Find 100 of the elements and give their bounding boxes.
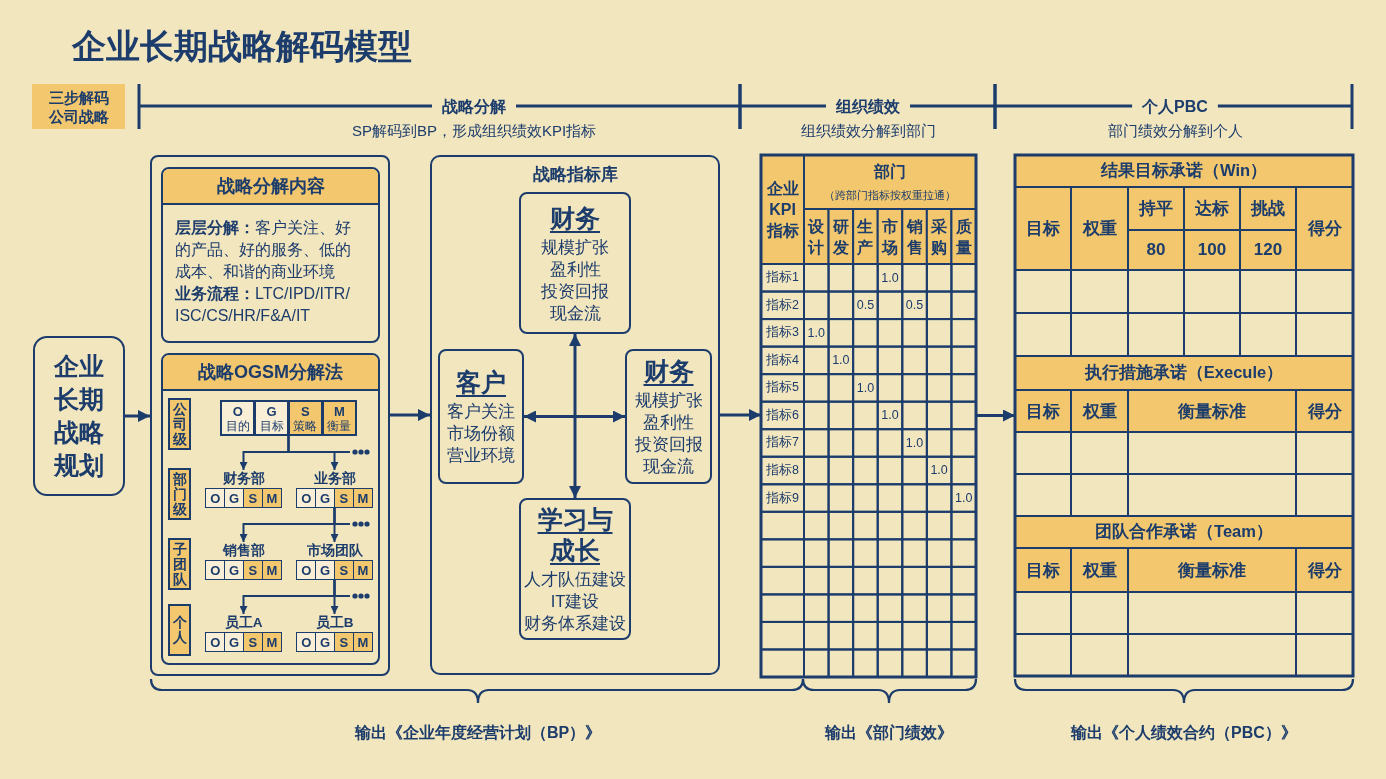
score-level: 80 [1146,240,1166,260]
output-label: 输出《企业年度经营计划（BP）》 [354,723,602,743]
department-name: 员工B [315,614,354,631]
row-header: 指标6 [766,406,799,424]
ogsm-term: 目标 [259,418,284,433]
score-level: 100 [1197,240,1227,260]
indicator-heading: 客户 [456,367,506,398]
row-header: 指标2 [766,296,799,314]
ogsm-term: 策略 [293,418,318,433]
indicator-heading: 财务 [643,356,694,387]
row-header: 指标3 [766,324,799,342]
row-header: 指标4 [766,351,799,369]
column-header: 研发 [832,216,850,258]
weight-value: 0.5 [856,298,875,313]
indicator-item: 现金流 [643,456,694,477]
indicator-item: 现金流 [549,302,601,324]
level-tag: 部门级 [168,468,191,520]
column-header: 生产 [856,216,874,258]
ogsm-cell: O [205,632,226,652]
column-header: 权重 [1082,400,1117,423]
panel-header: 战略分解内容 [163,169,378,205]
section-header: 团队合作承诺（Team） [1095,521,1273,543]
row-header: 指标1 [766,269,799,287]
ogsm-cell: M [352,488,373,508]
column-header: 持平 [1139,198,1173,220]
column-header: 得分 [1307,559,1342,582]
indicator-box [519,498,631,640]
indicator-item: 投资回报 [634,434,703,455]
arrow [720,409,761,421]
ogsm-cell: O [205,560,226,580]
indicator-item: 营业环境 [447,445,515,466]
section-header: 执行措施承诺（Execule） [1084,362,1284,384]
stage-tag: 三步解码公司战略 [32,84,125,129]
column-header: 销售 [906,216,924,258]
ogsm-cell: O [296,632,317,652]
column-header: 企业KPI指标 [765,179,800,241]
department-name: 财务部 [222,470,265,487]
indicator-item: 规模扩张 [541,236,609,258]
indicator-heading: 财务 [550,202,600,234]
output-label: 输出《个人绩效合约（PBC）》 [1071,723,1297,743]
column-header: 部门 [874,161,906,182]
phase-subtitle: 部门绩效分解到个人 [1107,121,1243,141]
column-header: 达标 [1195,198,1229,220]
column-header: 衡量标准 [1178,559,1246,582]
ogsm-cell: M [352,632,373,652]
ogsm-letter: O [232,403,243,419]
ogsm-cell: M [261,488,282,508]
column-header: 权重 [1082,559,1117,582]
process-box: 企业长期战略规划 [33,336,125,496]
weight-value: 1.0 [881,408,899,423]
column-header: 采购 [930,216,948,258]
column-header: 目标 [1026,218,1060,240]
connector-line [287,435,370,455]
weight-value: 1.0 [955,491,973,506]
panel-header: 战略OGSM分解法 [163,355,378,391]
header-note: （跨部门指标按权重拉通） [824,188,956,203]
ogsm-cell: M [261,560,282,580]
phase-subtitle: 组织绩效分解到部门 [800,121,936,141]
score-level: 120 [1253,240,1283,260]
ogsm-cell: M [352,560,373,580]
column-header: 得分 [1307,400,1342,423]
weight-value: 1.0 [881,270,899,285]
ogsm-letter: S [301,403,310,419]
section-header: 结果目标承诺（Win） [1100,160,1268,182]
level-tag: 个人 [168,604,191,656]
library-panel [430,155,720,675]
ogsm-cell: O [296,488,317,508]
group-panel [150,155,390,676]
weight-value: 0.5 [905,298,924,313]
level-tag: 子团队 [168,538,191,590]
ogsm-cell: M [261,632,282,652]
indicator-box [438,349,524,484]
ogsm-term: 目的 [225,418,250,433]
weight-value: 1.0 [905,435,924,450]
panel-title: 战略指标库 [532,164,618,186]
row-header: 指标7 [766,434,799,452]
column-header: 权重 [1082,218,1117,240]
level-tag: 公司级 [168,398,191,450]
column-header: 目标 [1026,559,1060,582]
indicator-item: 客户关注 [447,401,515,422]
ogsm-cell: O [205,488,226,508]
indicator-item: IT建设 [550,591,600,612]
weight-value: 1.0 [832,353,850,368]
column-header: 设计 [807,216,825,258]
indicator-item: 投资回报 [541,280,609,302]
indicator-box [519,192,631,334]
content-panel [161,353,380,665]
indicator-item: 盈利性 [643,412,694,433]
indicator-item: 人才队伍建设 [524,569,626,590]
ogsm-term: 衡量 [327,418,352,433]
row-header: 指标8 [766,462,799,479]
indicator-item: 规模扩张 [634,390,703,411]
column-header: 挑战 [1251,198,1285,220]
double-arrow [569,334,581,498]
department-name: 业务部 [313,470,356,487]
page-title: 企业长期战略解码模型 [72,26,412,67]
column-header: 衡量标准 [1178,400,1246,423]
row-header: 指标9 [766,489,799,507]
content-panel [161,167,380,343]
ogsm-cell: O [296,560,317,580]
